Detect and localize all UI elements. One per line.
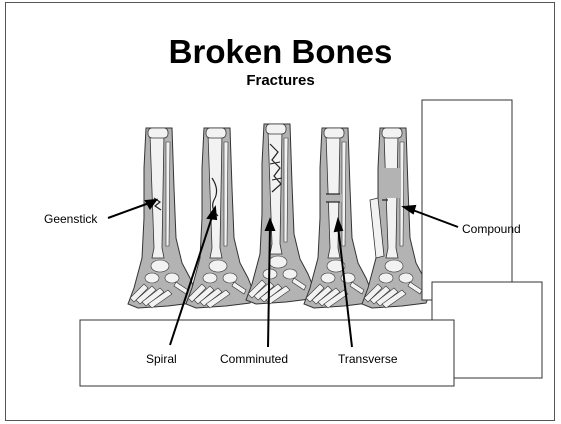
slide-subtitle: Fractures [0,72,561,89]
leg-greenstick [128,128,196,308]
box-right-tall [422,100,512,300]
leg-compound [362,128,430,308]
leg-comminuted [246,124,314,304]
label-transverse: Transverse [338,352,398,366]
leg-spiral [186,128,254,308]
label-spiral: Spiral [146,352,177,366]
label-compound: Compound [462,222,521,236]
slide-title: Broken Bones [0,33,561,71]
label-comminuted: Comminuted [220,352,288,366]
label-greenstick: Geenstick [44,212,97,226]
